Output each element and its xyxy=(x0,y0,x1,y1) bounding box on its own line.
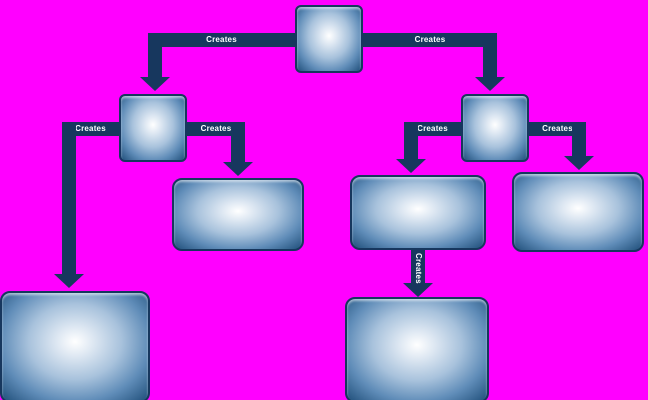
connector-v-segment xyxy=(572,122,586,156)
node-branch-left xyxy=(119,94,187,162)
connector-label: Creates xyxy=(200,124,232,133)
node-leaf-mid-right xyxy=(512,172,644,252)
connector-v-segment xyxy=(483,33,497,77)
arrowhead-down-icon xyxy=(396,159,426,173)
connector-label: Creates xyxy=(206,35,237,44)
connector-v-segment xyxy=(148,33,162,77)
node-leaf-bottom-center xyxy=(345,297,489,400)
connector-h-segment: Creates xyxy=(363,33,497,47)
connector-h-segment: Creates xyxy=(62,122,119,136)
node-root xyxy=(295,5,363,73)
node-leaf-mid-center xyxy=(350,175,486,250)
arrowhead-down-icon xyxy=(140,77,170,91)
connector-label: Creates xyxy=(414,252,423,284)
connector-label: Creates xyxy=(75,124,106,133)
node-branch-right xyxy=(461,94,529,162)
connector-label: Creates xyxy=(542,124,573,133)
connector-label: Creates xyxy=(414,35,446,44)
connector-v-segment xyxy=(404,122,418,159)
node-leaf-mid-left xyxy=(172,178,304,251)
connector-h-segment: Creates xyxy=(404,122,461,136)
connector-h-segment: Creates xyxy=(529,122,586,136)
arrowhead-down-icon xyxy=(475,77,505,91)
connector-label: Creates xyxy=(417,124,448,133)
connector-h-segment: Creates xyxy=(187,122,245,136)
connector-h-segment: Creates xyxy=(148,33,295,47)
connector-v-segment xyxy=(411,250,425,283)
arrowhead-down-icon xyxy=(223,162,253,176)
node-leaf-bottom-left xyxy=(0,291,150,400)
arrowhead-down-icon xyxy=(54,274,84,288)
connector-v-segment xyxy=(62,122,76,274)
arrowhead-down-icon xyxy=(403,283,433,297)
connector-v-segment xyxy=(231,122,245,162)
arrowhead-down-icon xyxy=(564,156,594,170)
